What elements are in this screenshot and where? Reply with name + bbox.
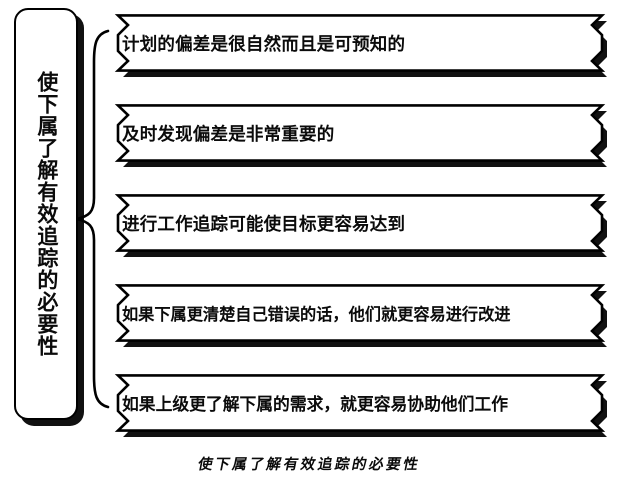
item-label: 计划的偏差是很自然而且是可预知的 [122, 34, 406, 55]
bracket-box[interactable]: 进行工作追踪可能使目标更容易达到 [104, 194, 616, 257]
item-label: 进行工作追踪可能使目标更容易达到 [122, 214, 406, 235]
item-row-1: 计划的偏差是很自然而且是可预知的 [104, 14, 616, 77]
bracket-box-outline [114, 194, 606, 252]
bracket-box-outline [114, 374, 606, 432]
vertical-title-label: 使下属了解有效追踪的必要性 [34, 71, 59, 357]
item-label: 如果上级更了解下属的需求，就更容易协助他们工作 [122, 394, 508, 414]
bracket-box-outline [114, 284, 606, 342]
item-row-5: 如果上级更了解下属的需求，就更容易协助他们工作 [104, 374, 616, 437]
bracket-box-outline [114, 14, 606, 72]
bracket-box[interactable]: 如果下属更清楚自己错误的话，他们就更容易进行改进 [104, 284, 616, 347]
bracket-box-outline [114, 104, 606, 162]
bracket-box[interactable]: 计划的偏差是很自然而且是可预知的 [104, 14, 616, 77]
item-label: 及时发现偏差是非常重要的 [122, 124, 335, 145]
bracket-box[interactable]: 如果上级更了解下属的需求，就更容易协助他们工作 [104, 374, 616, 437]
figure-caption: 使下属了解有效追踪的必要性 [196, 457, 422, 473]
item-row-2: 及时发现偏差是非常重要的 [104, 104, 616, 167]
item-row-3: 进行工作追踪可能使目标更容易达到 [104, 194, 616, 257]
bracket-box[interactable]: 及时发现偏差是非常重要的 [104, 104, 616, 167]
item-label: 如果下属更清楚自己错误的话，他们就更容易进行改进 [122, 305, 511, 324]
item-row-4: 如果下属更清楚自己错误的话，他们就更容易进行改进 [104, 284, 616, 347]
vertical-title-box: 使下属了解有效追踪的必要性 [14, 8, 78, 420]
